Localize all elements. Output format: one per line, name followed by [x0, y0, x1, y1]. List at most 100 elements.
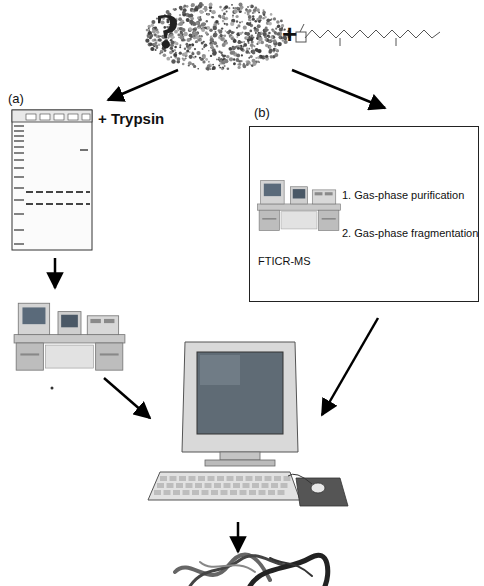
atom-dot: [206, 13, 208, 15]
atom-dot: [189, 55, 193, 59]
atom-dot: [252, 51, 255, 54]
key: [265, 476, 272, 481]
atom-dot: [199, 16, 201, 18]
atom-dot: [249, 30, 252, 33]
key: [281, 483, 288, 488]
atom-dot: [219, 67, 221, 69]
atom-dot: [223, 7, 226, 10]
gel-band: [14, 140, 24, 141]
atom-dot: [243, 65, 247, 69]
key: [262, 483, 269, 488]
atom-dot: [242, 31, 244, 33]
key: [198, 476, 205, 481]
atom-dot: [226, 23, 229, 26]
atom-dot: [194, 57, 196, 59]
atom-dot: [200, 35, 202, 37]
atom-dot: [227, 32, 230, 35]
question-mark: ?: [155, 4, 180, 59]
atom-dot: [195, 56, 197, 58]
atom-dot: [151, 20, 155, 24]
computer: [148, 342, 348, 506]
atom-dot: [212, 64, 214, 66]
atom-dot: [221, 66, 224, 69]
atom-dot: [251, 50, 255, 54]
gel-band: [14, 243, 24, 244]
key: [221, 490, 228, 495]
atom-dot: [188, 27, 192, 31]
atom-dot: [186, 44, 189, 47]
key: [249, 490, 256, 495]
atom-dot: [201, 28, 205, 32]
atom-dot: [148, 28, 150, 30]
atom-dot: [205, 67, 208, 70]
atom-dot: [258, 37, 262, 41]
atom-dot: [191, 44, 194, 47]
atom-dot: [271, 36, 274, 39]
key: [179, 476, 186, 481]
atom-dot: [276, 20, 280, 24]
atom-dot: [241, 21, 243, 23]
atom-dot: [268, 32, 271, 35]
atom-dot: [233, 63, 236, 66]
key: [268, 490, 275, 495]
atom-dot: [274, 31, 277, 34]
atom-dot: [268, 22, 272, 26]
atom-dot: [195, 40, 198, 43]
atom-dot: [224, 60, 227, 63]
atom-dot: [220, 37, 224, 41]
key: [271, 483, 278, 488]
atom-dot: [193, 57, 195, 59]
atom-dot: [250, 34, 253, 37]
atom-dot: [255, 32, 257, 34]
atom-dot: [180, 35, 184, 39]
atom-dot: [233, 7, 235, 9]
arrow: [292, 70, 385, 108]
atom-dot: [249, 5, 251, 7]
atom-dot: [258, 32, 260, 34]
atom-dot: [188, 28, 192, 32]
atom-dot: [216, 45, 219, 48]
atom-dot: [146, 29, 149, 32]
key: [227, 476, 234, 481]
atom-dot: [182, 63, 185, 66]
atom-dot: [231, 4, 233, 6]
gel-band: [14, 159, 24, 160]
atom-dot: [224, 18, 226, 20]
atom-dot: [225, 41, 228, 44]
atom-dot: [257, 49, 261, 53]
atom-dot: [243, 43, 247, 47]
atom-dot: [270, 55, 273, 58]
atom-dot: [202, 48, 204, 50]
atom-dot: [271, 35, 275, 39]
atom-dot: [222, 43, 226, 47]
atom-dot: [231, 31, 234, 34]
atom-dot: [246, 36, 249, 39]
atom-dot: [237, 24, 240, 27]
atom-dot: [211, 46, 214, 49]
atom-dot: [145, 39, 149, 43]
dot: [51, 387, 54, 390]
arrow: [322, 318, 378, 415]
atom-dot: [239, 60, 241, 62]
atom-dot: [233, 58, 235, 60]
atom-dot: [236, 36, 238, 38]
atom-dot: [222, 54, 225, 57]
atom-dot: [250, 4, 254, 8]
atom-dot: [199, 10, 202, 13]
atom-dot: [245, 8, 247, 10]
key: [176, 483, 183, 488]
key: [183, 490, 190, 495]
key: [160, 476, 167, 481]
key: [195, 483, 202, 488]
atom-dot: [203, 46, 205, 48]
atom-dot: [268, 40, 271, 43]
atom-dot: [257, 56, 260, 59]
atom-dot: [236, 7, 239, 10]
atom-dot: [207, 13, 209, 15]
key: [205, 483, 212, 488]
atom-dot: [265, 44, 269, 48]
atom-dot: [238, 40, 242, 44]
key: [202, 490, 209, 495]
key: [255, 476, 262, 481]
atom-dot: [192, 10, 194, 12]
